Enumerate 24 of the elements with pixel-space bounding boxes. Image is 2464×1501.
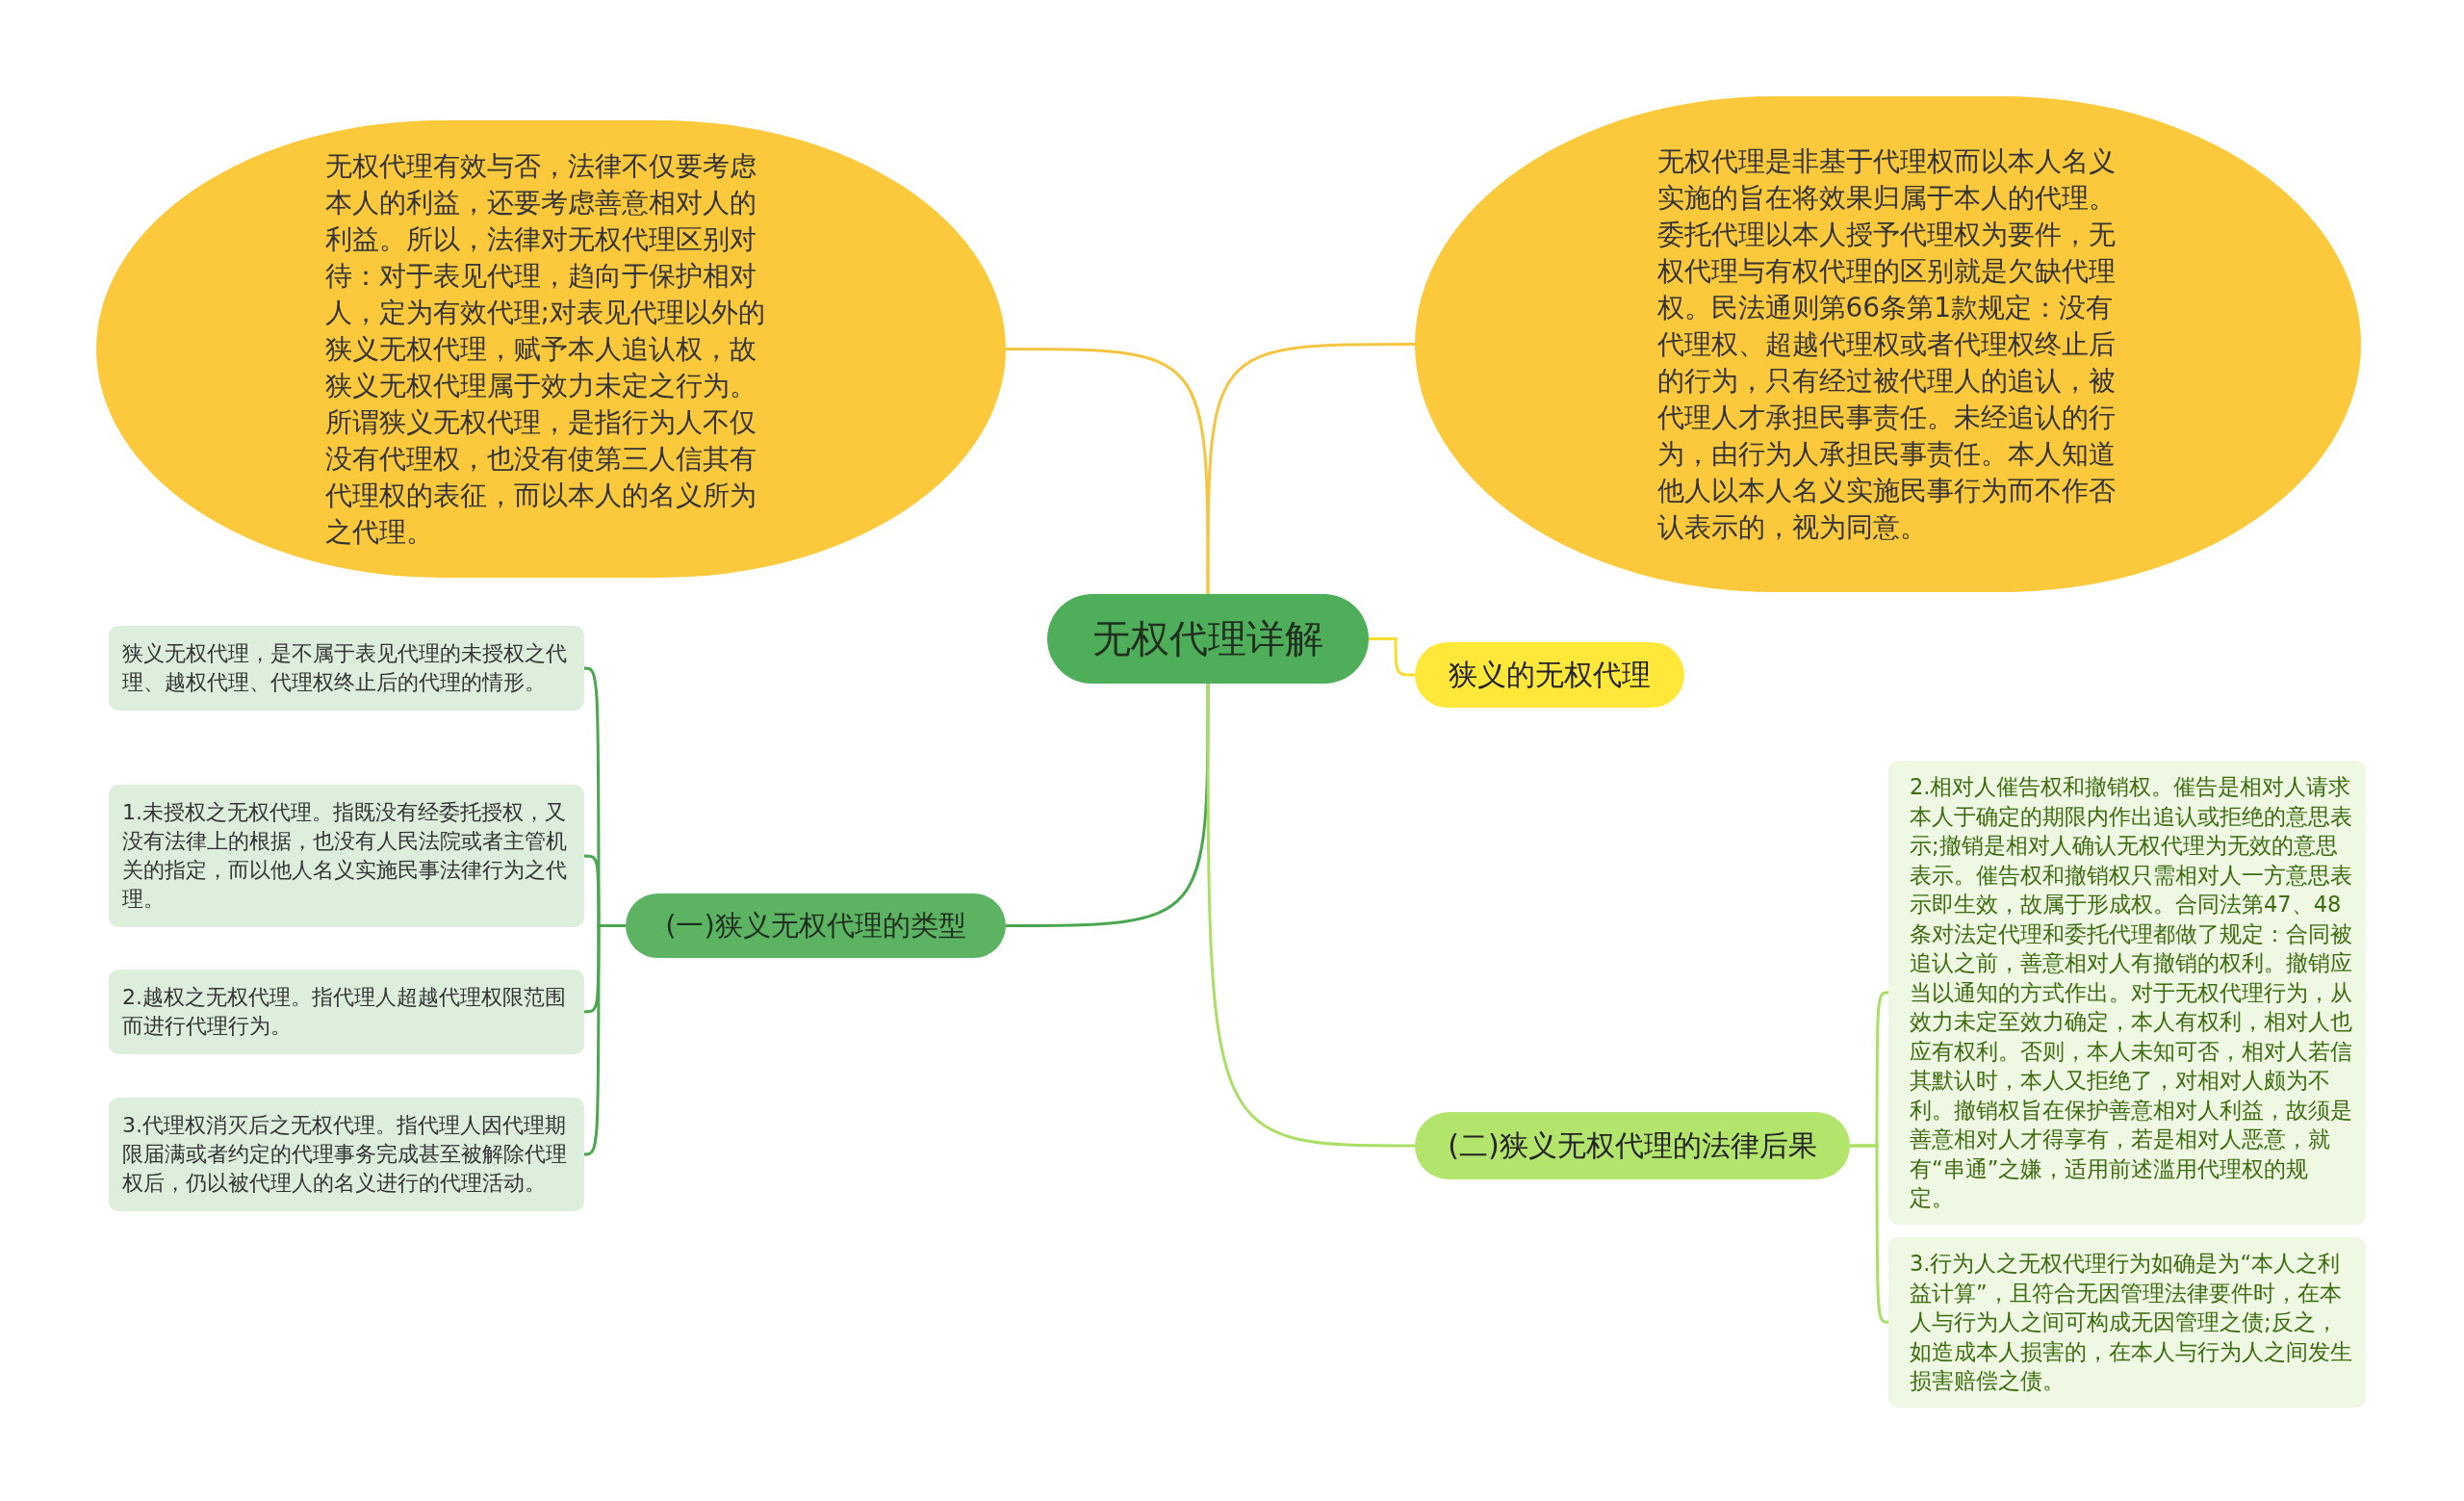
detail-card [109,1098,584,1211]
connector-line [1206,343,1415,594]
detail-text: 2.相对人催告权和撤销权。催告是相对人请求本人于确定的期限内作出追认或拒绝的意思表示;撤销是相对人确认无权代理为无效的意思表示。催告权和撤销权只需相对人一方意思表示即生效，故属于形成权。合同法第47、48条对法定代理和委托代理都做了规定：合同被追认之前，善意相对人有撤销的权利。撤销应当以通知的方式作出。对于无权代理行为，从效力未定至效力确定，本人有权利，相对人也应有权利。否则，本人未知可否，相对人若信其默认时，本人又拒绝了，对相对人颇为不利。撤销权旨在保护善意相对人利益，故须是善意相对人才得享有，若是相对人恶意，就有“串通”之嫌，适用前述滥用代理权的规定。 [1910,774,2352,1210]
topic-text: 无权代理有效与否，法律不仅要考虑本人的利益，还要考虑善意相对人的利益。所以，法律对无权代理区别对待：对于表见代理，趋向于保护相对人，定为有效代理;对表见代理以外的狭义无权代理，赋予本人追认权，故狭义无权代理属于效力未定之行为。所谓狭义无权代理，是指行为人不仅没有代理权，也没有使第三人信其有代理权的表征，而以本人的名义所为之代理。 [324,148,766,550]
detail-text: 1.未授权之无权代理。指既没有经委托授权，又没有法律上的根据，也没有人民法院或者主管机关的指定，而以他人名义实施民事法律行为之代理。 [122,800,567,911]
detail-text: 3.代理权消灭后之无权代理。指代理人因代理期限届满或者约定的代理事务完成甚至被解除代理权后，仍以被代理人的名义进行的代理活动。 [122,1113,567,1195]
detail-card [109,970,584,1054]
topic-text: (二)狭义无权代理的法律后果 [1448,1126,1817,1164]
topic-text: (一)狭义无权代理的类型 [665,907,966,944]
connector-line [1369,637,1415,677]
connector-line [1006,348,1210,594]
connector-line [1206,684,1415,1148]
connector-line [1006,684,1210,927]
detail-card [1888,1237,2366,1408]
topic-text: 无权代理是非基于代理权而以本人名义实施的旨在将效果归属于本人的代理。委托代理以本人授予代理权为要件，无权代理与有权代理的区别就是欠缺代理权。民法通则第66条第1款规定：没有代理权、超越代理权或者代理权终止后的行为，只有经过被代理人的追认，被代理人才承担民事责任。未经追认的行为，由行为人承担民事责任。本人知道他人以本人名义实施民事行为而不作否认表示的，视为同意。 [1656,143,2117,545]
topic-text: 无权代理详解 [1092,615,1323,662]
topic-text: 狭义的无权代理 [1449,656,1651,693]
connector-line [1850,1144,1889,1324]
detail-text: 3.行为人之无权代理行为如确是为“本人之利益计算”，且符合无因管理法律要件时，在本人与行为人之间可构成无因管理之债;反之，如造成本人损害的，在本人与行为人之间发生损害赔偿之债。 [1910,1251,2352,1393]
detail-card [109,785,584,927]
connector-line [583,924,626,1156]
detail-text: 2.越权之无权代理。指代理人超越代理权限范围而进行代理行为。 [122,985,566,1038]
detail-card [109,626,584,711]
detail-text: 狭义无权代理，是不属于表见代理的未授权之代理、越权代理、代理权终止后的代理的情形。 [122,641,567,694]
